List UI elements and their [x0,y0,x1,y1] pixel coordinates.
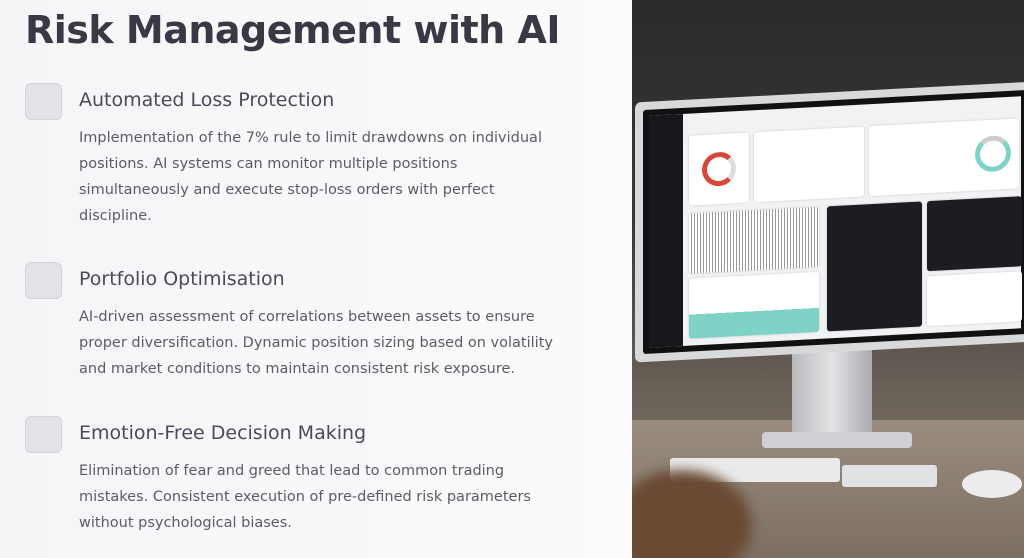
trackpad [842,465,937,487]
checkbox[interactable] [25,262,62,299]
monitor [635,81,1024,363]
line-chart-card [689,206,819,274]
stats-card [754,126,864,203]
monitor-stand [792,350,872,440]
bar-chart-card [689,271,819,339]
mouse [962,470,1022,498]
section-body: Elimination of fear and greed that lead … [79,463,531,531]
page-title: Risk Management with AI [25,8,560,52]
checkbox[interactable] [25,416,62,453]
portfolio-card [869,118,1019,197]
gauge-icon [702,151,736,187]
section-body: AI-driven assessment of correlations bet… [79,309,553,377]
checkbox[interactable] [25,83,62,120]
dashboard-sidebar [649,113,683,348]
section-body: Implementation of the 7% rule to limit d… [79,130,542,224]
monitor-base [762,432,912,448]
dark-chart-card [927,196,1022,272]
small-charts-card [927,271,1022,327]
gauge-card [689,132,749,206]
monitor-photo [632,0,1024,558]
dashboard-screen [643,89,1024,355]
section-heading: Automated Loss Protection [79,89,335,111]
content-panel: Risk Management with AI Automated Loss P… [0,0,632,558]
section-heading: Portfolio Optimisation [79,268,285,290]
candlestick-card [827,201,922,332]
section-heading: Emotion-Free Decision Making [79,422,367,444]
donut-icon [975,134,1011,173]
